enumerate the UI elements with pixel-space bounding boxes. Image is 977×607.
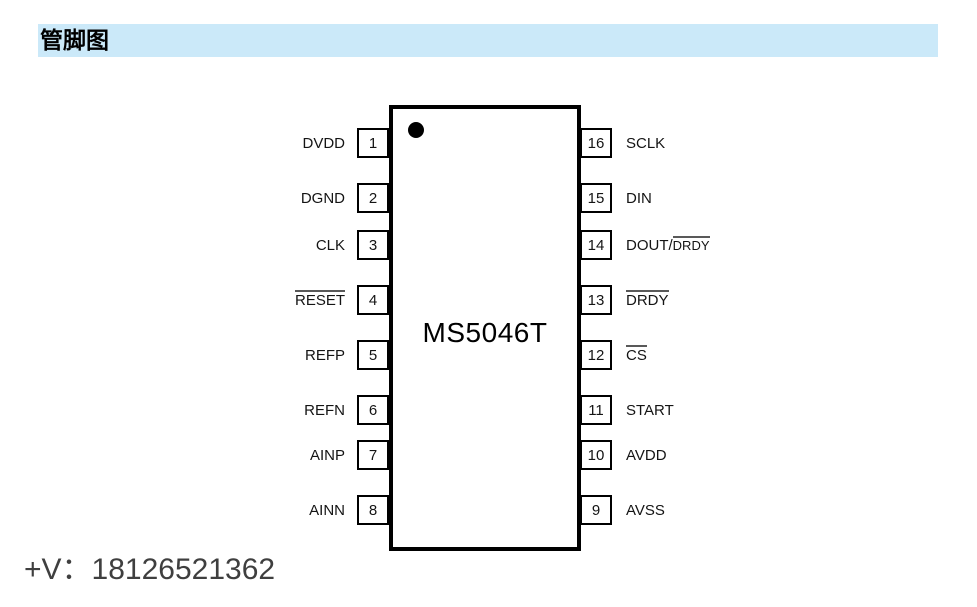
pin-label-drdy-overlined: DRDY: [672, 236, 710, 253]
pin-row-13: 13 DRDY: [580, 285, 977, 315]
pin-number-10: 10: [587, 446, 605, 464]
pin-label-avdd: AVDD: [626, 446, 667, 464]
pin-box-12: 12: [580, 340, 612, 370]
pin-row-11: 11 START: [580, 395, 977, 425]
pin-label-refp: REFP: [304, 346, 345, 364]
pin-row-6: REFN 6: [0, 395, 389, 425]
pin-label-refn: REFN: [304, 401, 345, 419]
pin-row-5: REFP 5: [0, 340, 389, 370]
pin-number-8: 8: [368, 501, 378, 519]
pin-box-16: 16: [580, 128, 612, 158]
pin-number-2: 2: [368, 189, 378, 207]
pin-label-cs: CS: [626, 345, 647, 365]
pin-box-13: 13: [580, 285, 612, 315]
pin-box-9: 9: [580, 495, 612, 525]
pin-label-reset: RESET: [294, 290, 345, 310]
pin-number-16: 16: [587, 134, 605, 152]
pin-label-dvdd: DVDD: [302, 134, 345, 152]
pin-box-7: 7: [357, 440, 389, 470]
pin-label-drdy: DRDY: [626, 290, 669, 310]
pin-box-2: 2: [357, 183, 389, 213]
pin-row-2: DGND 2: [0, 183, 389, 213]
pin-label-dout-drdy: DOUT/DRDY: [626, 236, 710, 254]
chip-name: MS5046T: [422, 317, 548, 348]
pin-box-3: 3: [357, 230, 389, 260]
pin-box-15: 15: [580, 183, 612, 213]
section-title: 管脚图: [40, 28, 109, 53]
pin-box-10: 10: [580, 440, 612, 470]
pin-box-11: 11: [580, 395, 612, 425]
pin-row-16: 16 SCLK: [580, 128, 977, 158]
pin-box-6: 6: [357, 395, 389, 425]
pin-label-start: START: [626, 401, 674, 419]
pin-row-1: DVDD 1: [0, 128, 389, 158]
pin-box-4: 4: [357, 285, 389, 315]
pin-label-ainn: AINN: [309, 501, 345, 519]
pin-number-13: 13: [587, 291, 605, 309]
pin-row-15: 15 DIN: [580, 183, 977, 213]
pin-label-sclk: SCLK: [626, 134, 666, 152]
pin-row-7: AINP 7: [0, 440, 389, 470]
section-header-bar: 管脚图: [38, 24, 938, 57]
pin-number-1: 1: [368, 134, 378, 152]
pin-number-11: 11: [588, 401, 604, 419]
pin-row-14: 14 DOUT/DRDY: [580, 230, 977, 260]
pin-label-dgnd: DGND: [300, 189, 345, 207]
pin-number-3: 3: [368, 236, 378, 254]
pin-box-14: 14: [580, 230, 612, 260]
pin-row-4: RESET 4: [0, 285, 389, 315]
pin-number-15: 15: [587, 189, 605, 207]
pin-row-10: 10 AVDD: [580, 440, 977, 470]
pin-box-1: 1: [357, 128, 389, 158]
pin1-indicator-dot: [408, 122, 424, 138]
pin-row-3: CLK 3: [0, 230, 389, 260]
pin-box-8: 8: [357, 495, 389, 525]
pin-row-8: AINN 8: [0, 495, 389, 525]
chip-body: MS5046T: [389, 105, 581, 551]
pin-row-12: 12 CS: [580, 340, 977, 370]
pin-label-avss: AVSS: [626, 501, 665, 519]
pin-number-12: 12: [587, 346, 605, 364]
pin-number-6: 6: [368, 401, 378, 419]
pin-number-4: 4: [368, 291, 378, 309]
pin-label-ainp: AINP: [309, 446, 345, 464]
pin-label-dout-prefix: DOUT/: [626, 237, 673, 254]
pin-number-14: 14: [587, 236, 605, 254]
pin-number-9: 9: [591, 501, 601, 519]
pin-number-7: 7: [368, 446, 378, 464]
pin-row-9: 9 AVSS: [580, 495, 977, 525]
contact-text: +V：18126521362: [24, 553, 276, 586]
pin-label-clk: CLK: [315, 236, 345, 254]
pin-label-din: DIN: [626, 189, 652, 207]
pin-number-5: 5: [368, 346, 378, 364]
pin-box-5: 5: [357, 340, 389, 370]
